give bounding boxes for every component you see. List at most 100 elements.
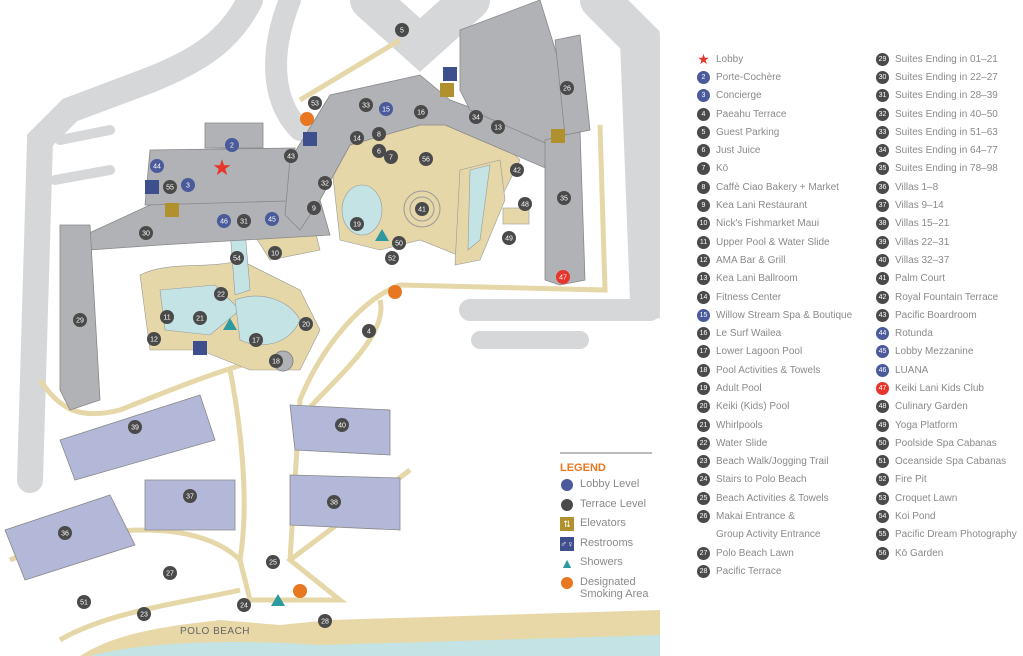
map-marker-35[interactable]: 35 xyxy=(557,191,571,205)
map-marker-7[interactable]: 7 xyxy=(384,150,398,164)
marker-number: 54 xyxy=(233,256,241,263)
terrace-level-dot-icon xyxy=(560,498,574,512)
marker-circle xyxy=(214,287,228,301)
location-name: Guest Parking xyxy=(716,126,780,138)
map-marker-55[interactable]: 55 xyxy=(163,180,177,194)
map-marker-1[interactable]: ★ xyxy=(212,155,232,180)
map-marker-10[interactable]: 10 xyxy=(268,246,282,260)
marker-number: 31 xyxy=(240,219,248,226)
map-marker-19[interactable]: 19 xyxy=(350,217,364,231)
map-marker-21[interactable]: 21 xyxy=(193,311,207,325)
map-marker-52[interactable]: 52 xyxy=(385,251,399,265)
map-marker-53[interactable]: 53 xyxy=(308,96,322,110)
map-marker-18[interactable]: 18 xyxy=(269,354,283,368)
map-marker-42[interactable]: 42 xyxy=(510,163,524,177)
marker-circle xyxy=(510,163,524,177)
palm-court xyxy=(403,190,441,228)
location-name: Kō xyxy=(716,163,729,175)
marker-number: 42 xyxy=(513,168,521,175)
marker-number: 2 xyxy=(230,143,234,150)
location-name: Culinary Garden xyxy=(895,401,968,413)
legend-label-line2: Smoking Area xyxy=(580,587,649,600)
map-marker-15[interactable]: 15 xyxy=(379,102,393,116)
map-marker-16[interactable]: 16 xyxy=(414,105,428,119)
marker-number: 26 xyxy=(563,86,571,93)
marker-number: 18 xyxy=(272,359,280,366)
map-marker-24[interactable]: 24 xyxy=(237,598,251,612)
location-number-badge: 55 xyxy=(876,528,889,542)
marker-number: 32 xyxy=(321,181,329,188)
restroom-icon xyxy=(303,132,317,146)
map-marker-41[interactable]: 41 xyxy=(415,202,429,216)
map-marker-32[interactable]: 32 xyxy=(318,176,332,190)
location-number-badge: 21 xyxy=(697,418,710,432)
map-marker-39[interactable]: 39 xyxy=(128,420,142,434)
map-marker-26[interactable]: 26 xyxy=(560,81,574,95)
map-marker-51[interactable]: 51 xyxy=(77,595,91,609)
map-marker-2[interactable]: 2 xyxy=(225,138,239,152)
map-marker-50[interactable]: 50 xyxy=(392,236,406,250)
marker-number: 14 xyxy=(353,136,361,143)
map-marker-47[interactable]: 47 xyxy=(556,270,570,284)
map-marker-46[interactable]: 46 xyxy=(217,214,231,228)
map-marker-14[interactable]: 14 xyxy=(350,131,364,145)
map-marker-30[interactable]: 30 xyxy=(139,226,153,240)
map-marker-28[interactable]: 28 xyxy=(318,614,332,628)
location-name: Lobby Mezzanine xyxy=(895,346,974,358)
map-marker-45[interactable]: 45 xyxy=(265,212,279,226)
map-marker-3[interactable]: 3 xyxy=(181,178,195,192)
map-marker-13[interactable]: 13 xyxy=(491,120,505,134)
map-marker-29[interactable]: 29 xyxy=(73,313,87,327)
location-number-badge: 33 xyxy=(876,125,889,139)
map-marker-9[interactable]: 9 xyxy=(307,201,321,215)
location-name: Kea Lani Restaurant xyxy=(716,200,808,212)
elevator-icon xyxy=(440,83,454,97)
map-marker-6[interactable]: 6 xyxy=(372,144,386,158)
map-marker-40[interactable]: 40 xyxy=(335,418,349,432)
map-marker-5[interactable]: 5 xyxy=(395,23,409,37)
marker-number: 46 xyxy=(220,219,228,226)
map-marker-43[interactable]: 43 xyxy=(284,149,298,163)
restroom-icon xyxy=(193,341,207,355)
location-name: Kō Garden xyxy=(895,547,944,559)
location-number-badge: 45 xyxy=(876,345,889,359)
map-marker-12[interactable]: 12 xyxy=(147,332,161,346)
map-marker-56[interactable]: 56 xyxy=(419,152,433,166)
map-marker-23[interactable]: 23 xyxy=(137,607,151,621)
marker-number: 28 xyxy=(321,619,329,626)
marker-circle xyxy=(327,495,341,509)
map-marker-22[interactable]: 22 xyxy=(214,287,228,301)
map-marker-11[interactable]: 11 xyxy=(160,310,174,324)
elevator-icon xyxy=(165,203,179,217)
map-marker-8[interactable]: 8 xyxy=(372,127,386,141)
marker-circle xyxy=(385,251,399,265)
map-marker-25[interactable]: 25 xyxy=(266,555,280,569)
location-number-badge: 47 xyxy=(876,381,889,395)
map-marker-48[interactable]: 48 xyxy=(518,197,532,211)
map-marker-36[interactable]: 36 xyxy=(58,526,72,540)
map-marker-49[interactable]: 49 xyxy=(502,231,516,245)
map-marker-31[interactable]: 31 xyxy=(237,214,251,228)
map-marker-44[interactable]: 44 xyxy=(150,159,164,173)
map-marker-20[interactable]: 20 xyxy=(299,317,313,331)
map-marker-27[interactable]: 27 xyxy=(163,566,177,580)
map-marker-33[interactable]: 33 xyxy=(359,98,373,112)
map-marker-38[interactable]: 38 xyxy=(327,495,341,509)
location-name: Royal Fountain Terrace xyxy=(895,291,999,303)
map-marker-17[interactable]: 17 xyxy=(249,333,263,347)
map-marker-37[interactable]: 37 xyxy=(183,489,197,503)
marker-number: 33 xyxy=(362,103,370,110)
map-marker-34[interactable]: 34 xyxy=(469,110,483,124)
location-list-item: ★Lobby xyxy=(697,50,852,68)
map-marker-4[interactable]: 4 xyxy=(362,324,376,338)
map-marker-54[interactable]: 54 xyxy=(230,251,244,265)
